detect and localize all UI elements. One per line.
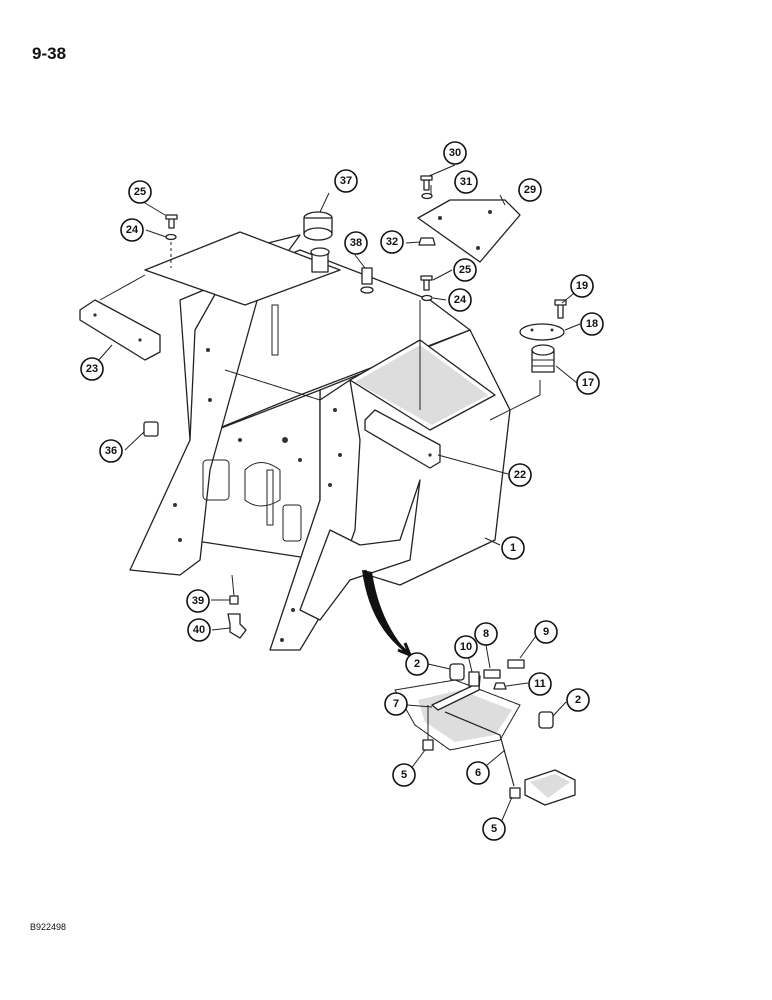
callout-24-left: 24 (120, 218, 144, 242)
pivot-mount-detail (394, 659, 576, 806)
svg-text:11: 11 (534, 678, 546, 690)
callout-23: 23 (80, 357, 104, 381)
page-number: 9-38 (32, 44, 67, 63)
svg-text:39: 39 (192, 595, 204, 607)
svg-text:8: 8 (483, 628, 489, 640)
callout-18: 18 (580, 312, 604, 336)
svg-text:10: 10 (460, 641, 472, 653)
callout-8: 8 (474, 622, 498, 646)
svg-text:22: 22 (514, 469, 526, 481)
callout-22: 22 (508, 463, 532, 487)
breather-assembly (489, 299, 567, 421)
svg-text:25: 25 (459, 264, 471, 276)
callout-17: 17 (576, 371, 600, 395)
svg-text:32: 32 (386, 236, 398, 248)
callout-39: 39 (186, 589, 210, 613)
svg-text:23: 23 (86, 363, 98, 375)
main-frame (129, 231, 511, 651)
svg-text:29: 29 (524, 184, 536, 196)
svg-text:40: 40 (193, 624, 205, 636)
svg-text:19: 19 (576, 280, 588, 292)
callout-11: 11 (528, 672, 552, 696)
callout-2-lower: 2 (566, 688, 590, 712)
svg-text:37: 37 (340, 175, 352, 187)
callout-36: 36 (99, 439, 123, 463)
svg-text:17: 17 (582, 377, 594, 389)
svg-text:5: 5 (491, 823, 497, 835)
svg-text:1: 1 (510, 542, 516, 554)
hardware (143, 175, 436, 639)
plate-29 (417, 199, 521, 263)
svg-text:9: 9 (543, 626, 549, 638)
callout-30: 30 (443, 141, 467, 165)
callout-7: 7 (384, 692, 408, 716)
svg-text:36: 36 (105, 445, 117, 457)
callout-40: 40 (187, 618, 211, 642)
fitting-38 (360, 267, 374, 294)
callout-9: 9 (534, 620, 558, 644)
callout-1: 1 (501, 536, 525, 560)
svg-text:25: 25 (134, 186, 146, 198)
callout-25-right: 25 (453, 258, 477, 282)
figure-code: B922498 (30, 922, 67, 932)
filler-cap-37 (303, 211, 333, 273)
callout-24-right: 24 (448, 288, 472, 312)
leader-lines (96, 164, 581, 826)
callout-32: 32 (380, 230, 404, 254)
svg-text:18: 18 (586, 318, 598, 330)
svg-text:24: 24 (454, 294, 467, 306)
svg-text:7: 7 (393, 698, 399, 710)
callout-10: 10 (454, 635, 478, 659)
callout-5-upper: 5 (392, 763, 416, 787)
svg-text:31: 31 (460, 176, 472, 188)
svg-text:6: 6 (475, 767, 481, 779)
callout-6: 6 (466, 761, 490, 785)
bracket-22 (364, 409, 441, 469)
svg-text:30: 30 (449, 147, 461, 159)
bracket-23 (79, 274, 161, 361)
callout-25-left: 25 (128, 180, 152, 204)
callout-29: 29 (518, 178, 542, 202)
callout-37: 37 (334, 169, 358, 193)
svg-text:24: 24 (126, 224, 139, 236)
callout-38: 38 (344, 231, 368, 255)
svg-text:38: 38 (350, 237, 362, 249)
callout-2-upper: 2 (405, 652, 429, 676)
svg-text:5: 5 (401, 769, 407, 781)
callout-19: 19 (570, 274, 594, 298)
svg-text:2: 2 (575, 694, 581, 706)
svg-text:2: 2 (414, 658, 420, 670)
callout-5-lower: 5 (482, 817, 506, 841)
callout-31: 31 (454, 170, 478, 194)
